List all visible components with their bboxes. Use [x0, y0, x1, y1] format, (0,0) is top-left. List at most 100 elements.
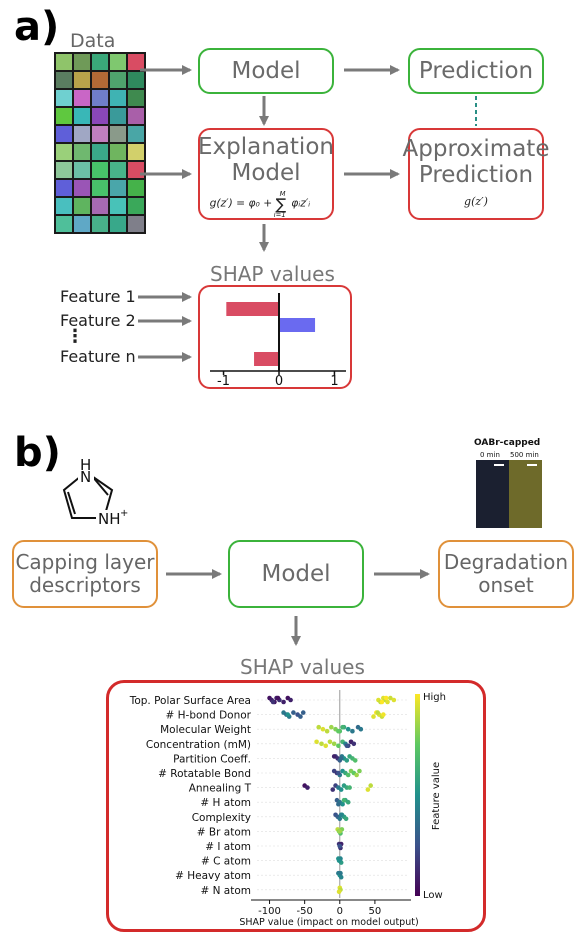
x-tick-label: -50: [296, 906, 312, 917]
shap-point: [338, 870, 343, 876]
data-cell: [110, 90, 126, 106]
inset-time-500: 500 min: [510, 451, 539, 459]
shap-point: [300, 710, 306, 715]
shap-point: [345, 772, 351, 778]
data-cell: [92, 162, 108, 178]
shap-point: [385, 699, 390, 705]
shap-point: [352, 758, 358, 763]
shap-point: [345, 726, 351, 732]
shap-point: [381, 712, 386, 717]
shap-bar-1: [226, 302, 279, 316]
approx-label-line2: Prediction: [418, 162, 534, 189]
shap-point: [345, 799, 351, 805]
data-cell: [92, 54, 108, 70]
data-cell: [110, 54, 126, 70]
shap-point: [338, 787, 344, 792]
shap-point: [288, 697, 293, 703]
explanation-formula: g(z′) = φ₀ + M ∑ i=1 φᵢz′ᵢ: [210, 190, 311, 218]
shap-point: [347, 785, 352, 790]
data-cell: [110, 180, 126, 196]
data-cell: [128, 216, 144, 232]
feature-label: # Heavy atom: [175, 870, 251, 882]
shap-point: [354, 772, 359, 778]
shap-point: [388, 695, 393, 701]
capping-label-line1: Capping layer: [15, 550, 155, 574]
feature-label: # H-bond Donor: [166, 710, 252, 722]
shap-point: [371, 714, 376, 719]
data-cell: [92, 126, 108, 142]
feature-label: # H atom: [200, 797, 251, 809]
feature-label: # N atom: [200, 885, 251, 897]
molecule-h-label: H: [80, 456, 91, 474]
data-cell: [92, 90, 108, 106]
shap-point: [298, 714, 303, 719]
data-cell: [128, 180, 144, 196]
shap-point: [391, 697, 397, 703]
shap-point: [285, 712, 291, 717]
shap-point: [319, 741, 324, 747]
shap-point: [314, 739, 319, 745]
shap-point: [350, 728, 355, 734]
data-cell: [56, 72, 72, 88]
data-cell: [92, 108, 108, 124]
data-cell: [128, 144, 144, 160]
data-cell: [92, 198, 108, 214]
data-cell: [74, 90, 90, 106]
shap-point: [336, 770, 341, 776]
shap-point: [336, 743, 341, 749]
shap-point: [281, 699, 286, 705]
x-tick-label: 0: [275, 374, 283, 387]
oabr-inset-title: OABr-capped: [474, 438, 541, 448]
shap-point: [330, 787, 336, 792]
svg-text:φᵢz′ᵢ: φᵢz′ᵢ: [291, 196, 310, 209]
data-cell: [74, 216, 90, 232]
svg-text:∑: ∑: [276, 195, 287, 213]
shap-point: [341, 797, 347, 803]
model-box-a: Model: [198, 48, 334, 94]
data-label: Data: [70, 30, 116, 52]
data-matrix: [54, 52, 146, 234]
feature-2-label: Feature 2: [60, 311, 136, 330]
shap-title-a: SHAP values: [210, 262, 335, 286]
data-cell: [74, 162, 90, 178]
data-cell: [74, 126, 90, 142]
explanation-model-box: Explanation Model g(z′) = φ₀ + M ∑ i=1 φ…: [198, 128, 334, 220]
approximate-prediction-box: Approximate Prediction g(z′): [403, 128, 549, 220]
feature-1-label: Feature 1: [60, 287, 136, 306]
shap-point: [270, 699, 276, 705]
x-tick-label: 0: [337, 906, 343, 917]
shap-point: [338, 874, 344, 880]
data-cell: [56, 126, 72, 142]
shap-beeswarm-chart: Top. Polar Surface Area# H-bond DonorMol…: [129, 690, 446, 928]
data-cell: [110, 72, 126, 88]
shap-point: [323, 743, 329, 749]
capping-descriptors-box: Capping layer descriptors: [12, 540, 158, 608]
x-tick-label: -1: [217, 374, 230, 387]
colorbar-low-label: Low: [423, 890, 443, 901]
data-cell: [110, 216, 126, 232]
data-cell: [56, 198, 72, 214]
shap-point: [340, 724, 345, 730]
data-cell: [92, 216, 108, 232]
shap-point: [340, 801, 345, 807]
feature-label: Annealing T: [189, 783, 252, 795]
shap-point: [379, 699, 385, 705]
shap-point: [331, 754, 337, 759]
data-cell: [110, 126, 126, 142]
feature-label: Molecular Weight: [160, 724, 251, 736]
shap-point: [337, 843, 343, 849]
x-tick-label: -100: [258, 906, 281, 917]
shap-title-b: SHAP values: [240, 655, 365, 679]
shap-point: [327, 739, 333, 745]
shap-point: [343, 816, 349, 822]
shap-point: [337, 816, 343, 822]
film-0-min-image: [476, 460, 509, 528]
feature-ellipsis: ⋮: [66, 326, 84, 347]
data-cell: [110, 108, 126, 124]
prediction-label: Prediction: [418, 57, 534, 84]
data-cell: [56, 216, 72, 232]
explanation-label-line2: Model: [231, 160, 301, 187]
data-cell: [128, 72, 144, 88]
